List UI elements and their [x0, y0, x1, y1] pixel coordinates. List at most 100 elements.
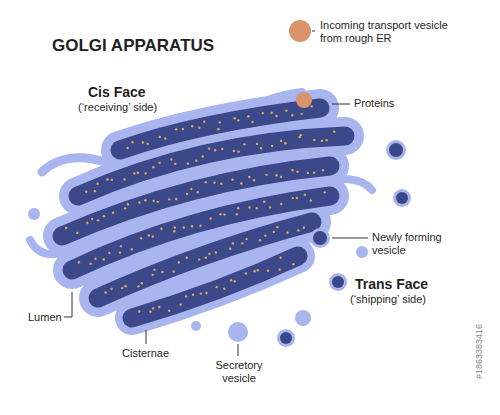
protein-dot — [97, 219, 99, 221]
protein-dot — [96, 183, 98, 185]
protein-dot — [260, 147, 262, 149]
protein-dot — [157, 201, 159, 203]
protein-dot — [191, 125, 193, 127]
protein-dot — [234, 280, 236, 282]
protein-dot — [173, 230, 175, 232]
protein-dot — [219, 121, 221, 123]
protein-dot — [200, 292, 202, 294]
protein-dot — [103, 215, 105, 217]
protein-dot — [223, 213, 225, 215]
protein-dot — [174, 226, 176, 228]
protein-dot — [280, 203, 282, 205]
protein-dot — [168, 310, 170, 312]
protein-dot — [256, 143, 258, 145]
protein-dot — [205, 292, 207, 294]
protein-dot — [183, 227, 185, 229]
transport-vesicle — [289, 20, 311, 42]
vesicle — [386, 140, 406, 160]
protein-dot — [164, 137, 166, 139]
protein-dot — [220, 183, 222, 185]
protein-dot — [108, 252, 110, 254]
protein-dot — [91, 218, 93, 220]
callout-label: Lumen — [28, 311, 62, 324]
face-note: (‘receiving’ side) — [78, 101, 157, 114]
protein-dot — [279, 256, 281, 258]
vesicle — [356, 246, 368, 258]
protein-dot — [221, 148, 223, 150]
protein-dot — [273, 231, 275, 233]
protein-dot — [142, 141, 144, 143]
protein-dot — [215, 251, 217, 253]
protein-dot — [195, 159, 197, 161]
callout-label: Newly forming vesicle — [372, 231, 454, 257]
vesicle — [277, 329, 295, 347]
protein-dot — [149, 311, 151, 313]
protein-dot — [153, 200, 155, 202]
membrane — [30, 92, 372, 322]
callout-label: Cisternae — [122, 347, 169, 360]
protein-dot — [296, 171, 298, 173]
protein-dot — [223, 288, 225, 290]
protein-dot — [144, 172, 146, 174]
protein-dot — [94, 190, 96, 192]
vesicle-lumen — [389, 143, 403, 157]
protein-dot — [291, 114, 293, 116]
protein-dot — [76, 232, 78, 234]
protein-dot — [103, 258, 105, 260]
vesicle — [393, 189, 411, 207]
leader-line — [64, 292, 72, 317]
forming-vesicle — [310, 228, 330, 248]
protein-dot — [253, 179, 255, 181]
protein-dot — [202, 155, 204, 157]
protein-dot — [175, 198, 177, 200]
vesicle — [191, 321, 201, 331]
protein-dot — [247, 115, 249, 117]
vesicle — [329, 273, 347, 291]
protein-dot — [241, 242, 243, 244]
leader-line — [238, 344, 239, 356]
protein-dot — [175, 128, 177, 130]
protein-dot — [123, 178, 125, 180]
protein-dot — [137, 171, 139, 173]
protein-dot — [296, 197, 298, 199]
leader-line — [146, 330, 147, 344]
protein-dot — [138, 201, 140, 203]
protein-dot — [208, 253, 210, 255]
protein-dot — [170, 158, 172, 160]
protein-dot — [219, 213, 221, 215]
face-label: Cis Face — [88, 84, 146, 101]
protein-dot — [190, 188, 192, 190]
protein-dot — [131, 141, 133, 143]
protein-dot — [297, 229, 299, 231]
protein-dot — [257, 269, 259, 271]
protein-dot — [158, 162, 160, 164]
protein-dot — [275, 115, 277, 117]
protein-dot — [233, 117, 235, 119]
protein-dot — [259, 239, 261, 241]
protein-dot — [233, 150, 235, 152]
protein-dot — [278, 268, 280, 270]
protein-dot — [240, 182, 242, 184]
protein-dot — [236, 213, 238, 215]
protein-dot — [121, 287, 123, 289]
leader-line — [312, 31, 315, 32]
protein-dot — [182, 128, 184, 130]
protein-dot — [229, 248, 231, 250]
vesicle — [295, 310, 311, 326]
protein-dot — [205, 181, 207, 183]
protein-dot — [133, 172, 135, 174]
face-label: Trans Face — [355, 276, 428, 293]
protein-dot — [333, 131, 335, 133]
secretory-vesicle — [228, 322, 248, 342]
protein-dot — [197, 191, 199, 193]
watermark: #1863383416 — [474, 324, 485, 379]
protein-dot — [232, 242, 234, 244]
protein-dot — [203, 120, 205, 122]
protein-dot — [147, 143, 149, 145]
protein-dots — [65, 105, 404, 342]
protein-dot — [213, 181, 215, 183]
protein-dot — [265, 174, 267, 176]
protein-dot — [209, 217, 211, 219]
